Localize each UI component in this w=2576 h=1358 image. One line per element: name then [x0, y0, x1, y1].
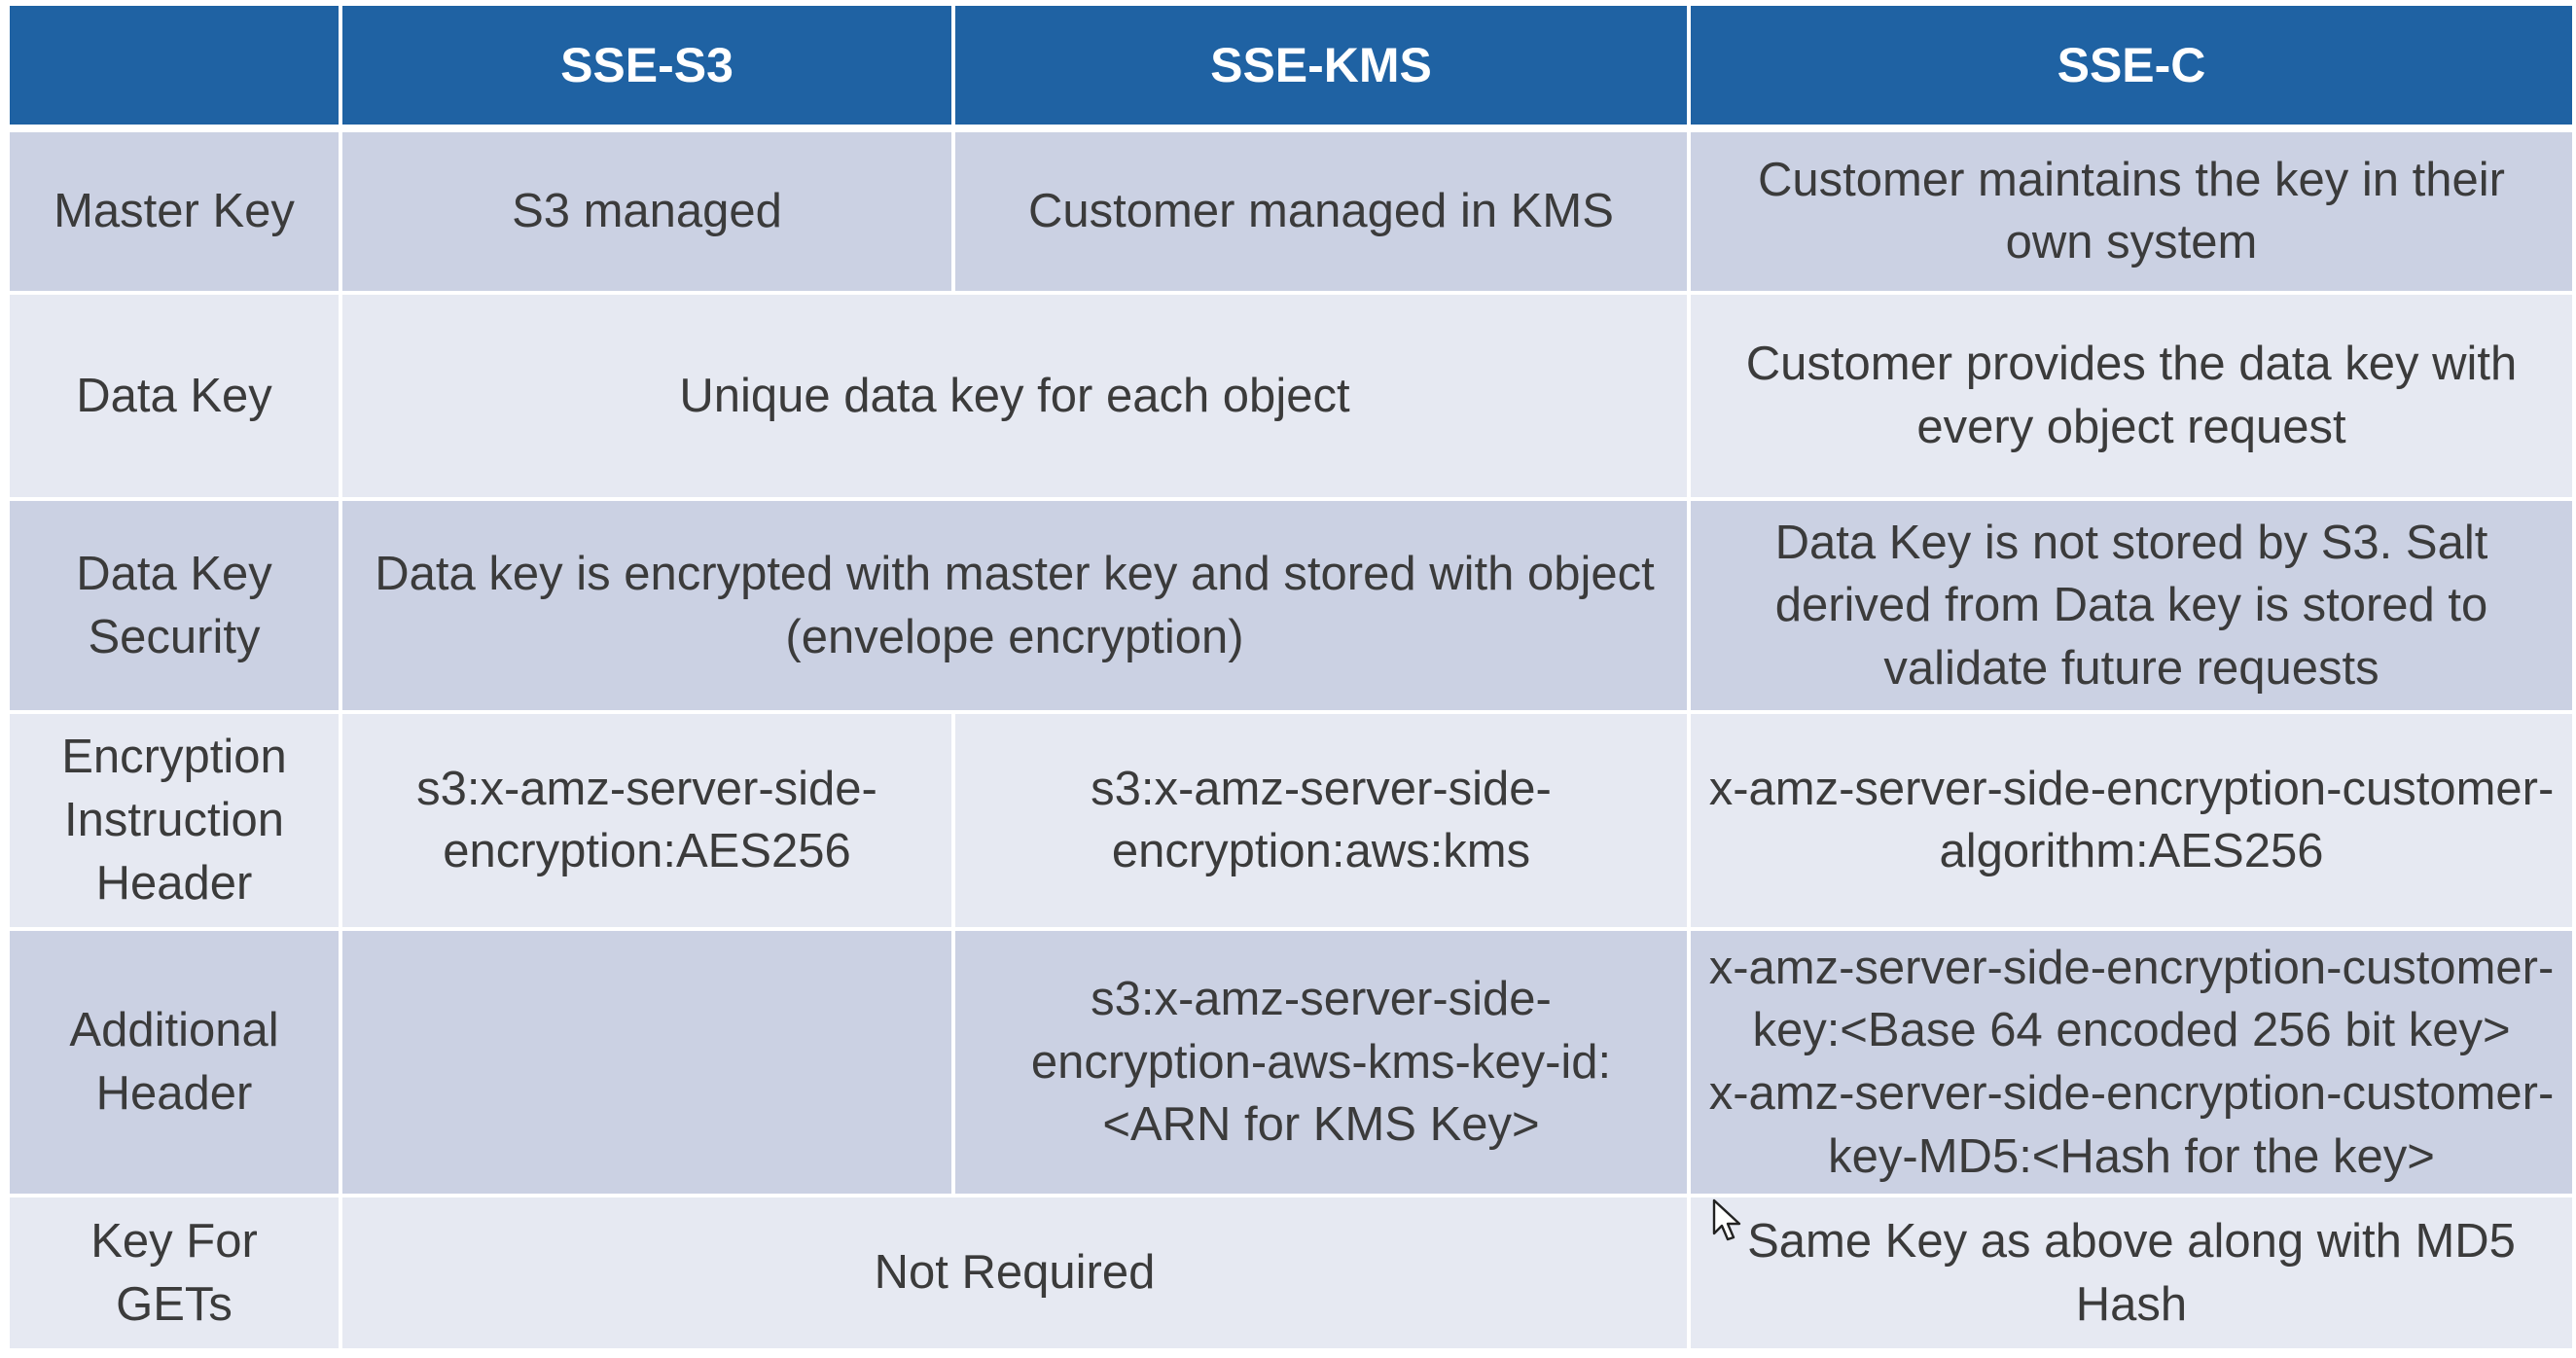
row-label-master-key: Master Key [10, 132, 342, 295]
cell-data-key-security-sse-s3-kms: Data key is encrypted with master key an… [342, 501, 1691, 714]
cell-master-key-sse-s3: S3 managed [342, 132, 955, 295]
cell-data-key-security-sse-c: Data Key is not stored by S3. Salt deriv… [1691, 501, 2572, 714]
row-label-key-for-gets: Key For GETs [10, 1197, 342, 1352]
cell-key-for-gets-sse-s3-kms: Not Required [342, 1197, 1691, 1352]
row-label-encryption-header: Encryption Instruction Header [10, 713, 342, 931]
cell-data-key-sse-s3-kms: Unique data key for each object [342, 294, 1691, 502]
row-data-key: Data Key Unique data key for each object… [10, 294, 2572, 502]
header-row: SSE-S3 SSE-KMS SSE-C [10, 6, 2572, 132]
cell-additional-header-sse-kms: s3:x-amz-server-side-encryption-aws-kms-… [955, 930, 1691, 1198]
cell-key-for-gets-sse-c: Same Key as above along with MD5 Hash [1691, 1197, 2572, 1352]
row-label-data-key: Data Key [10, 294, 342, 502]
cell-encryption-header-sse-s3: s3:x-amz-server-side-encryption:AES256 [342, 713, 955, 931]
row-label-additional-header: Additional Header [10, 930, 342, 1198]
mouse-pointer-icon [1712, 1198, 1741, 1241]
cell-master-key-sse-c: Customer maintains the key in their own … [1691, 132, 2572, 295]
header-corner-cell [10, 6, 342, 132]
row-additional-header: Additional Header s3:x-amz-server-side-e… [10, 930, 2572, 1198]
additional-header-sse-c-line2: x-amz-server-side-encryption-customer-ke… [1708, 1067, 2555, 1183]
row-key-for-gets: Key For GETs Not Required Same Key as ab… [10, 1197, 2572, 1352]
cell-additional-header-sse-s3 [342, 930, 955, 1198]
row-master-key: Master Key S3 managed Customer managed i… [10, 132, 2572, 295]
header-sse-s3: SSE-S3 [342, 6, 955, 132]
cell-encryption-header-sse-c: x-amz-server-side-encryption-customer-al… [1691, 713, 2572, 931]
cell-encryption-header-sse-kms: s3:x-amz-server-side-encryption:aws:kms [955, 713, 1691, 931]
additional-header-sse-c-line1: x-amz-server-side-encryption-customer-ke… [1708, 941, 2555, 1057]
cell-additional-header-sse-c: x-amz-server-side-encryption-customer-ke… [1691, 930, 2572, 1198]
row-encryption-header: Encryption Instruction Header s3:x-amz-s… [10, 713, 2572, 931]
row-data-key-security: Data Key Security Data key is encrypted … [10, 501, 2572, 714]
header-sse-kms: SSE-KMS [955, 6, 1691, 132]
cell-master-key-sse-kms: Customer managed in KMS [955, 132, 1691, 295]
cell-data-key-sse-c: Customer provides the data key with ever… [1691, 294, 2572, 502]
sse-comparison-table: SSE-S3 SSE-KMS SSE-C Master Key S3 manag… [10, 6, 2572, 1352]
header-sse-c: SSE-C [1691, 6, 2572, 132]
row-label-data-key-security: Data Key Security [10, 501, 342, 714]
